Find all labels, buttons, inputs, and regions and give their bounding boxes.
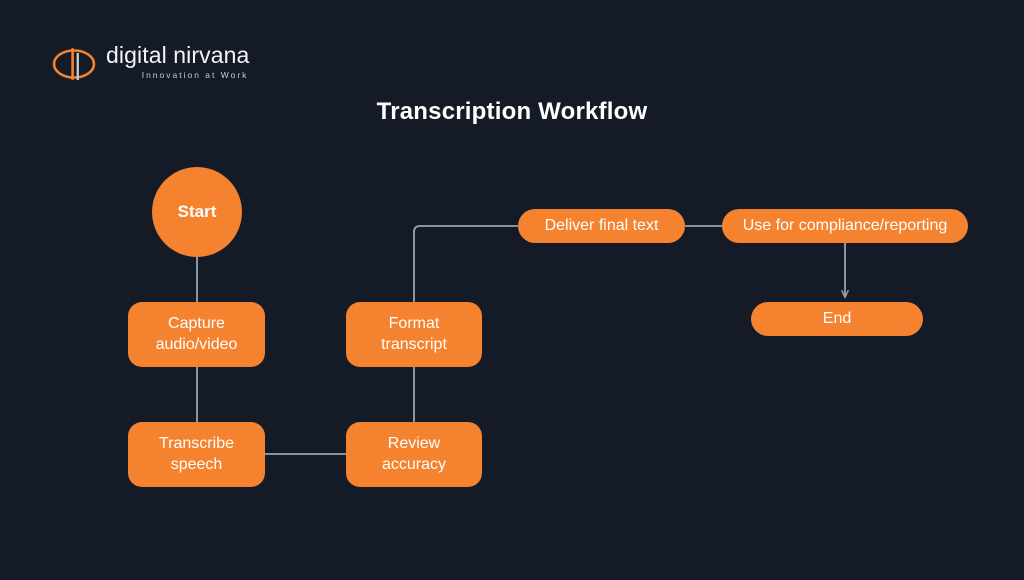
flow-node-end[interactable]: End — [751, 302, 923, 336]
flow-node-capture-audio-video-label: Capture audio/video — [155, 314, 238, 353]
brand-tagline: Innovation at Work — [141, 70, 249, 80]
flow-node-transcribe-speech[interactable]: Transcribe speech — [128, 422, 265, 487]
brand-logo: digital nirvana Innovation at Work — [52, 42, 249, 83]
flow-node-deliver-final-text-label: Deliver final text — [544, 216, 659, 234]
flow-node-format-transcript[interactable]: Format transcript — [346, 302, 482, 367]
edge-format-deliver — [413, 225, 518, 302]
flow-node-use-for-compliance-reporting[interactable]: Use for compliance/reporting — [722, 209, 968, 243]
flow-node-deliver-final-text[interactable]: Deliver final text — [518, 209, 685, 243]
digital-nirvana-monogram-icon — [52, 48, 96, 80]
flow-node-transcribe-speech-label: Transcribe speech — [159, 434, 234, 473]
flow-node-format-transcript-label: Format transcript — [381, 314, 447, 353]
page-title: Transcription Workflow — [376, 98, 648, 125]
brand-text: digital nirvana Innovation at Work — [106, 42, 249, 81]
flow-node-start-label: Start — [177, 201, 217, 221]
flow-node-capture-audio-video[interactable]: Capture audio/video — [128, 302, 265, 367]
flow-node-start[interactable]: Start — [152, 167, 242, 257]
flow-node-use-for-compliance-reporting-label: Use for compliance/reporting — [742, 216, 948, 234]
flow-node-end-label: End — [822, 309, 852, 327]
flow-node-review-accuracy-label: Review accuracy — [381, 434, 447, 473]
flow-node-review-accuracy[interactable]: Review accuracy — [346, 422, 482, 487]
brand-wordmark: digital nirvana — [106, 42, 250, 68]
